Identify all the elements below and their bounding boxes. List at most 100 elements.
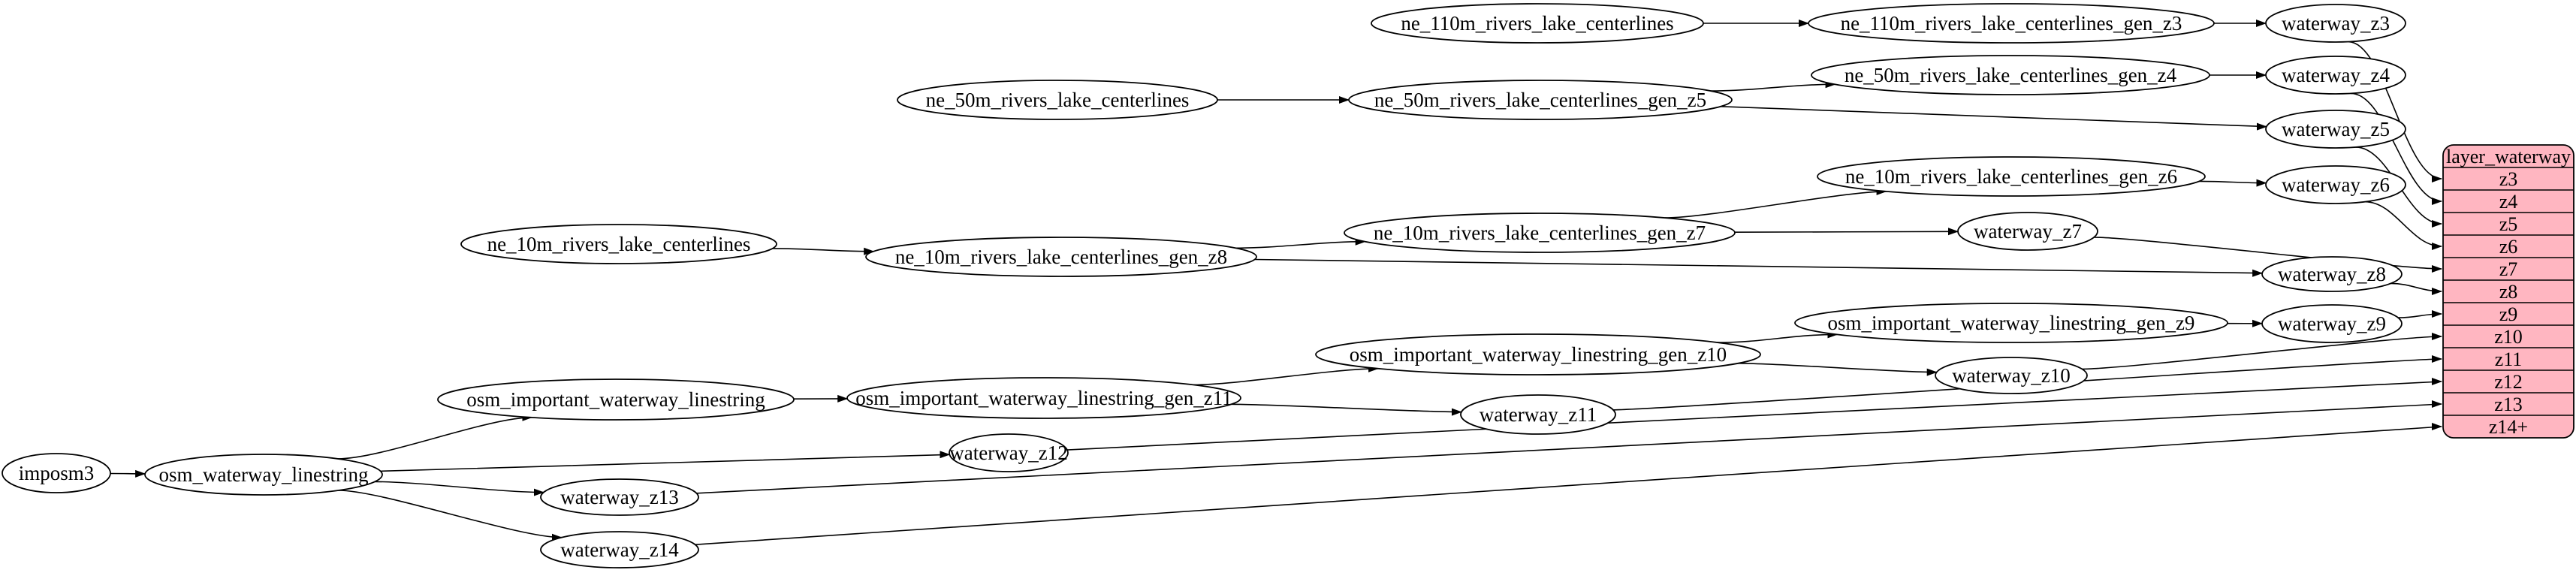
node-waterway_z4: waterway_z4 — [2265, 56, 2406, 95]
node-ne_50m_rivers_lake_centerlines: ne_50m_rivers_lake_centerlines — [897, 80, 1218, 120]
edge-ne_10m_rivers_lake_centerlines_gen_z7-to-ne_10m_rivers_lake_centerlines_gen_z6 — [1664, 187, 1887, 219]
node-ne_110m_rivers_lake_centerlines_gen_z3: ne_110m_rivers_lake_centerlines_gen_z3 — [1808, 3, 2215, 44]
node-ne_10m_rivers_lake_centerlines-label: ne_10m_rivers_lake_centerlines — [487, 233, 751, 255]
record-layer: layer_waterwayz3z4z5z6z7z8z9z10z11z12z13… — [2442, 144, 2574, 439]
node-osm_important_waterway_linestring_gen_z10: osm_important_waterway_linestring_gen_z1… — [1315, 333, 1761, 375]
node-ne_10m_rivers_lake_centerlines: ne_10m_rivers_lake_centerlines — [460, 224, 777, 264]
node-osm_important_waterway_linestring_gen_z9-shape — [1794, 303, 2228, 343]
record-layer-waterway: layer_waterwayz3z4z5z6z7z8z9z10z11z12z13… — [2442, 144, 2574, 439]
node-waterway_z12-label: waterway_z12 — [949, 442, 1067, 464]
record-row-z10: z10 — [2494, 326, 2523, 348]
record-row-z6: z6 — [2499, 236, 2518, 258]
edge-osm_important_waterway_linestring_gen_z11-to-osm_important_waterway_linestring_gen_z10 — [1193, 364, 1380, 386]
node-waterway_z3-label: waterway_z3 — [2282, 12, 2390, 35]
edge-waterway_z12-to-layer-waterway-z12 — [1066, 378, 2442, 451]
node-ne_50m_rivers_lake_centerlines-label: ne_50m_rivers_lake_centerlines — [926, 89, 1190, 111]
node-ne_110m_rivers_lake_centerlines_gen_z3-shape — [1808, 3, 2215, 44]
node-waterway_z14-shape — [540, 531, 699, 568]
node-waterway_z9-label: waterway_z9 — [2278, 312, 2386, 335]
node-ne_10m_rivers_lake_centerlines_gen_z7-label: ne_10m_rivers_lake_centerlines_gen_z7 — [1374, 222, 1706, 244]
node-osm_important_waterway_linestring_gen_z11: osm_important_waterway_linestring_gen_z1… — [846, 377, 1241, 419]
record-row-z9: z9 — [2499, 303, 2518, 325]
node-waterway_z6-shape — [2265, 165, 2406, 204]
node-waterway_z5: waterway_z5 — [2265, 110, 2406, 149]
edge-ne_10m_rivers_lake_centerlines_gen_z8-to-waterway_z8 — [1254, 258, 2264, 277]
edge-ne_50m_rivers_lake_centerlines_gen_z5-to-ne_50m_rivers_lake_centerlines_gen_z4 — [1710, 80, 1836, 92]
edge-ne_10m_rivers_lake_centerlines_gen_z8-to-ne_10m_rivers_lake_centerlines_gen_z7 — [1235, 237, 1366, 249]
edge-osm_important_waterway_linestring_gen_z10-to-waterway_z10 — [1738, 363, 1938, 376]
node-osm_important_waterway_linestring_gen_z9-label: osm_important_waterway_linestring_gen_z9 — [1828, 312, 2195, 334]
node-waterway_z5-shape — [2265, 110, 2406, 149]
edge-osm_important_waterway_linestring_gen_z11-to-waterway_z11 — [1231, 403, 1462, 416]
node-osm_important_waterway_linestring_gen_z10-shape — [1315, 333, 1761, 375]
edge-waterway_z9-to-layer-waterway-z9 — [2398, 310, 2442, 318]
record-row-z8: z8 — [2499, 281, 2518, 303]
edge-osm_waterway_linestring-to-waterway_z12 — [380, 451, 951, 472]
record-background — [2442, 144, 2574, 439]
node-waterway_z12-shape — [949, 433, 1069, 472]
record-row-z13: z13 — [2494, 394, 2523, 415]
node-ne_10m_rivers_lake_centerlines-shape — [460, 224, 777, 264]
node-osm_important_waterway_linestring_gen_z11-shape — [846, 377, 1241, 419]
node-waterway_z11-label: waterway_z11 — [1480, 403, 1597, 426]
nodes-layer: imposm3 osm_waterway_linestring osm_import… — [2, 3, 2406, 568]
node-ne_50m_rivers_lake_centerlines_gen_z5: ne_50m_rivers_lake_centerlines_gen_z5 — [1348, 80, 1733, 120]
node-waterway_z10-label: waterway_z10 — [1952, 364, 2070, 387]
node-imposm3-label: imposm3 — [19, 462, 95, 484]
record-row-z4: z4 — [2499, 191, 2518, 213]
node-ne_10m_rivers_lake_centerlines_gen_z7-shape — [1344, 213, 1736, 253]
node-ne_50m_rivers_lake_centerlines_gen_z5-label: ne_50m_rivers_lake_centerlines_gen_z5 — [1374, 89, 1706, 111]
node-ne_50m_rivers_lake_centerlines-shape — [897, 80, 1218, 120]
edge-osm_waterway_linestring-to-waterway_z14 — [338, 490, 563, 541]
edges-layer — [110, 20, 2442, 545]
node-waterway_z8-shape — [2261, 256, 2403, 292]
node-osm_important_waterway_linestring: osm_important_waterway_linestring — [437, 378, 795, 421]
node-ne_10m_rivers_lake_centerlines_gen_z6-shape — [1817, 156, 2206, 197]
record-title: layer_waterway — [2446, 146, 2571, 167]
node-ne_10m_rivers_lake_centerlines_gen_z7: ne_10m_rivers_lake_centerlines_gen_z7 — [1344, 213, 1736, 253]
record-row-z11: z11 — [2495, 348, 2523, 370]
node-ne_50m_rivers_lake_centerlines_gen_z5-shape — [1348, 80, 1733, 120]
node-waterway_z11-shape — [1460, 394, 1616, 435]
edge-waterway_z10-to-layer-waterway-z10 — [2082, 333, 2442, 370]
node-imposm3-shape — [2, 453, 111, 493]
node-osm_important_waterway_linestring_gen_z9: osm_important_waterway_linestring_gen_z9 — [1794, 303, 2228, 343]
node-waterway_z13-shape — [540, 478, 699, 516]
node-osm_important_waterway_linestring_gen_z11-label: osm_important_waterway_linestring_gen_z1… — [855, 387, 1232, 409]
edge-ne_10m_rivers_lake_centerlines_gen_z6-to-waterway_z6 — [2199, 179, 2267, 187]
node-ne_110m_rivers_lake_centerlines-shape — [1371, 3, 1704, 44]
node-waterway_z8-label: waterway_z8 — [2278, 263, 2386, 285]
edge-waterway_z3-to-layer-waterway-z3 — [2348, 41, 2442, 182]
node-ne_50m_rivers_lake_centerlines_gen_z4-label: ne_50m_rivers_lake_centerlines_gen_z4 — [1845, 64, 2177, 86]
node-osm_waterway_linestring-shape — [144, 454, 383, 496]
edge-waterway_z4-to-layer-waterway-z4 — [2351, 92, 2442, 205]
node-ne_10m_rivers_lake_centerlines_gen_z6-label: ne_10m_rivers_lake_centerlines_gen_z6 — [1845, 165, 2177, 188]
node-ne_110m_rivers_lake_centerlines_gen_z3-label: ne_110m_rivers_lake_centerlines_gen_z3 — [1841, 12, 2182, 35]
node-osm_important_waterway_linestring-label: osm_important_waterway_linestring — [466, 388, 765, 411]
node-ne_10m_rivers_lake_centerlines_gen_z8-label: ne_10m_rivers_lake_centerlines_gen_z8 — [895, 246, 1227, 268]
node-ne_50m_rivers_lake_centerlines_gen_z4: ne_50m_rivers_lake_centerlines_gen_z4 — [1811, 55, 2210, 95]
node-osm_important_waterway_linestring-shape — [437, 378, 795, 421]
node-ne_10m_rivers_lake_centerlines_gen_z8-shape — [865, 237, 1257, 277]
node-waterway_z5-label: waterway_z5 — [2282, 118, 2390, 140]
node-waterway_z13: waterway_z13 — [540, 478, 699, 516]
edge-waterway_z6-to-layer-waterway-z6 — [2364, 201, 2442, 250]
record-row-z14+: z14+ — [2489, 416, 2528, 438]
node-imposm3: imposm3 — [2, 453, 111, 493]
node-waterway_z9: waterway_z9 — [2261, 304, 2403, 343]
edge-waterway_z8-to-layer-waterway-z8 — [2390, 282, 2442, 295]
node-waterway_z10-shape — [1935, 357, 2088, 394]
node-osm_waterway_linestring: osm_waterway_linestring — [144, 454, 383, 496]
edge-osm_waterway_linestring-to-waterway_z13 — [375, 481, 544, 496]
edge-ne_10m_rivers_lake_centerlines-to-ne_10m_rivers_lake_centerlines_gen_z8 — [772, 247, 875, 255]
node-waterway_z7-label: waterway_z7 — [1974, 220, 2082, 243]
edge-ne_50m_rivers_lake_centerlines_gen_z5-to-waterway_z5 — [1720, 106, 2267, 131]
edge-ne_10m_rivers_lake_centerlines_gen_z7-to-waterway_z7 — [1734, 228, 1959, 236]
edge-osm_waterway_linestring-to-osm_important_waterway_linestring — [337, 413, 533, 460]
node-waterway_z14: waterway_z14 — [540, 531, 699, 568]
node-ne_50m_rivers_lake_centerlines_gen_z4-shape — [1811, 55, 2210, 95]
edge-osm_important_waterway_linestring_gen_z10-to-osm_important_waterway_linestring_gen_z9 — [1717, 330, 1838, 343]
node-waterway_z10: waterway_z10 — [1935, 357, 2088, 394]
node-osm_waterway_linestring-label: osm_waterway_linestring — [159, 463, 369, 486]
